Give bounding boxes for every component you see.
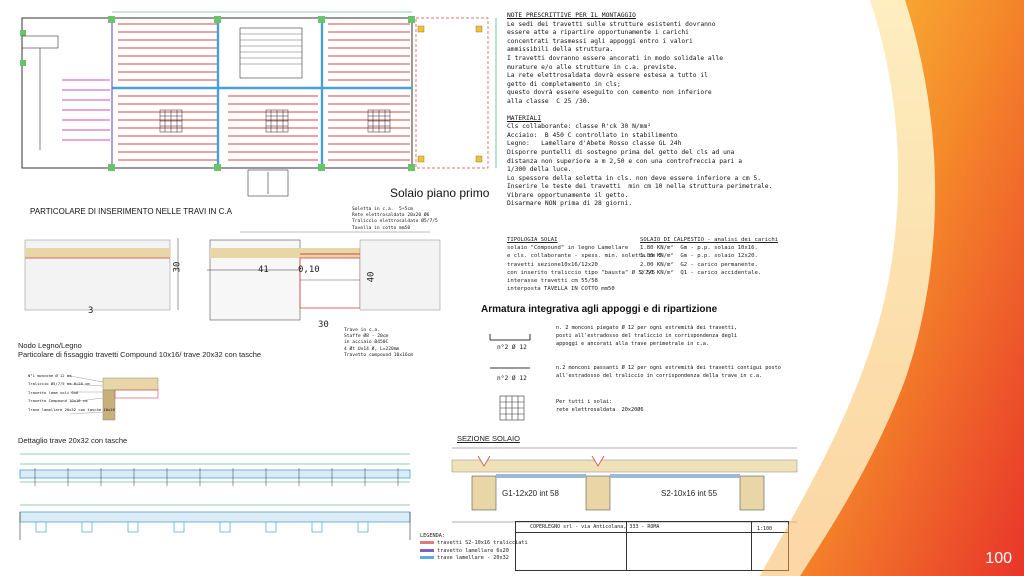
tipologia-title: TIPOLOGIA SOLAI (507, 237, 558, 243)
title-block-scale: 1:100 (756, 526, 772, 532)
arm-label-2: n°2 Ø 12 (497, 375, 527, 382)
drawing-sheet: Solaio piano primo PARTICOLARE DI INSERI… (18, 11, 798, 571)
armatura-title: Armatura integrativa agli appoggi e di r… (481, 304, 718, 315)
calpestio-title: SOLAIO DI CALPESTIO - analisi dei carich… (640, 237, 779, 243)
notes-title: NOTE PRESCRITTIVE PER IL MONTAGGIO (507, 12, 636, 19)
section-title: SEZIONE SOLAIO (457, 434, 520, 443)
beam-detail (19, 453, 411, 540)
detail-labels: Soletta in c.a. 5+5cm Rete elettrosaldat… (352, 207, 438, 231)
node-title: Nodo Legno/Legno (18, 341, 82, 350)
armatura-2: n.2 monconi passanti Ø 12 per ogni estre… (556, 365, 781, 379)
legend-label: travetto lamellare 6x20 (437, 547, 509, 554)
tipologia-block: TIPOLOGIA SOLAI solaio "Compound" in leg… (507, 236, 662, 293)
notes-body: Le sedi dei travetti sulle strutture esi… (507, 20, 724, 105)
calpestio-body: 1.80 KN/m² Gm - p.p. solaio 10x16. 1.86 … (640, 245, 762, 276)
dim-3: 3 (88, 306, 94, 316)
legend-swatch (420, 548, 434, 552)
node-detail (69, 375, 159, 421)
legend-item: trave lamellare - 20x32 (420, 555, 528, 562)
section-label-1: G1-12x20 int 58 (502, 489, 559, 498)
legend-title: LEGENDA: (420, 533, 445, 539)
legend-item: travetti S2-10x16 tralicciati (420, 540, 528, 547)
tipologia-body: solaio "Compound" in legno Lamellare e c… (507, 245, 662, 293)
node-labels: N°1 moncone Ø 12 mm Traliccio Ø5/7/5 mm … (28, 373, 115, 412)
floor-plan (20, 11, 497, 197)
dim-30b: 30 (318, 320, 329, 330)
legend-swatch (420, 541, 434, 545)
section-drawing (451, 447, 798, 523)
dim-010: 0,10 (298, 265, 320, 275)
armatura-1: n. 2 monconi piegato Ø 12 per ogni estre… (556, 325, 738, 347)
page-number: 100 (985, 550, 1012, 567)
legend-label: travetti S2-10x16 tralicciati (437, 540, 528, 547)
armatura-symbols (489, 334, 531, 421)
materials-title: MATERIALI (507, 114, 542, 122)
legend-swatch (420, 556, 434, 560)
detail-drawing (24, 231, 441, 321)
arm-label-1: n°2 Ø 12 (497, 344, 527, 351)
notes-block: NOTE PRESCRITTIVE PER IL MONTAGGIO Le se… (507, 12, 777, 209)
section-label-2: S2-10x16 int 55 (661, 489, 718, 498)
beam-title: Dettaglio trave 20x32 con tasche (18, 436, 128, 445)
detail-title: PARTICOLARE DI INSERIMENTO NELLE TRAVI I… (30, 207, 232, 216)
plan-title: Solaio piano primo (390, 186, 490, 200)
dim-41: 41 (258, 265, 269, 275)
legend: LEGENDA: travetti S2-10x16 tralicciati t… (420, 533, 528, 563)
title-block-text: COPERLEGNO srl - via Anticolana, 333 - R… (530, 524, 660, 530)
detail-labels-2: Trave in c.a. Staffe Ø8 - 20cm in acciai… (344, 328, 414, 358)
calpestio-block: SOLAIO DI CALPESTIO - analisi dei carich… (640, 236, 778, 277)
armatura-3: Per tutti i solai: rete elettrosaldata 2… (556, 399, 644, 413)
legend-label: trave lamellare - 20x32 (437, 555, 509, 562)
legend-item: travetto lamellare 6x20 (420, 548, 528, 555)
node-subtitle: Particolare di fissaggio travetti Compou… (18, 350, 262, 359)
materials-body: Cls collaborante: classe R'ck 30 N/mm² A… (507, 123, 773, 208)
